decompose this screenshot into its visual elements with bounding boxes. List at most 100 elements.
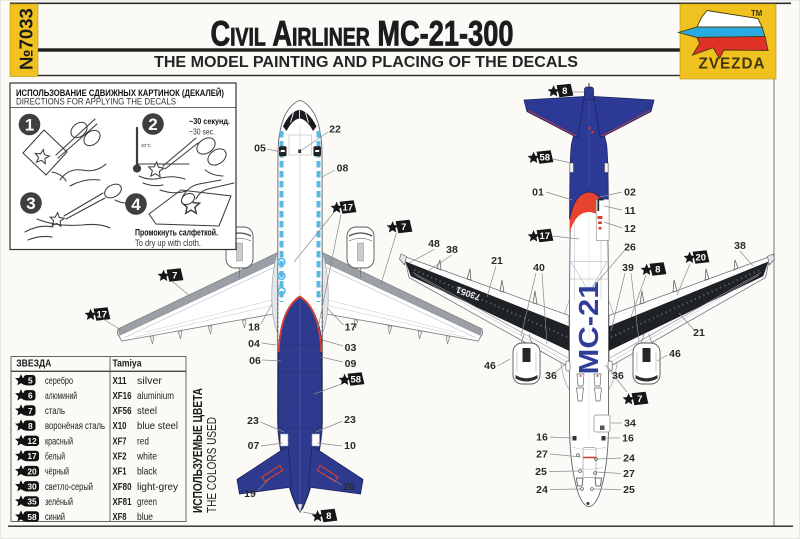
- svg-text:красный: красный: [45, 436, 73, 447]
- svg-text:silver: silver: [137, 376, 163, 387]
- svg-text:XF16: XF16: [113, 391, 132, 402]
- svg-text:~30 секунд.: ~30 секунд.: [189, 116, 230, 126]
- svg-text:ИСПОЛЬЗУЕМЫЕ ЦВЕТА: ИСПОЛЬЗУЕМЫЕ ЦВЕТА: [191, 388, 205, 513]
- svg-text:Tamiya: Tamiya: [113, 358, 142, 370]
- svg-text:38: 38: [734, 240, 746, 252]
- svg-text:синий: синий: [45, 512, 65, 523]
- svg-text:чёрный: чёрный: [45, 467, 69, 478]
- svg-text:20: 20: [696, 253, 707, 264]
- svg-text:16: 16: [622, 433, 634, 445]
- svg-text:46: 46: [669, 348, 681, 360]
- svg-text:THE COLORS USED: THE COLORS USED: [205, 417, 219, 513]
- svg-text:08: 08: [337, 163, 349, 175]
- svg-text:38: 38: [446, 244, 458, 256]
- svg-text:2: 2: [148, 115, 157, 134]
- svg-text:24: 24: [536, 484, 548, 496]
- svg-text:blue steel: blue steel: [137, 421, 178, 432]
- svg-text:04: 04: [248, 338, 260, 350]
- svg-text:40: 40: [533, 262, 545, 274]
- svg-text:steel: steel: [137, 406, 157, 417]
- svg-text:green: green: [137, 497, 157, 508]
- svg-text:25: 25: [623, 484, 635, 496]
- svg-text:8: 8: [28, 421, 33, 431]
- svg-text:МС-21: МС-21: [573, 282, 604, 375]
- svg-text:зелёный: зелёный: [45, 497, 73, 508]
- svg-text:6: 6: [28, 391, 33, 401]
- svg-text:8: 8: [562, 86, 567, 97]
- svg-text:белый: белый: [45, 451, 65, 463]
- svg-text:24: 24: [623, 453, 635, 465]
- svg-text:46: 46: [484, 360, 496, 372]
- svg-text:07: 07: [248, 440, 260, 452]
- svg-text:27: 27: [536, 449, 548, 461]
- svg-text:05: 05: [254, 143, 266, 155]
- svg-text:light-grey: light-grey: [137, 482, 178, 493]
- svg-text:48: 48: [428, 238, 440, 250]
- svg-text:X11: X11: [113, 376, 127, 387]
- svg-text:22: 22: [329, 124, 341, 136]
- svg-text:XF1: XF1: [113, 467, 127, 478]
- svg-text:36: 36: [612, 370, 624, 382]
- svg-text:21: 21: [693, 327, 705, 339]
- svg-text:red: red: [137, 436, 149, 447]
- svg-text:XF81: XF81: [113, 497, 132, 508]
- svg-text:17: 17: [27, 451, 37, 461]
- svg-text:ЗВЕЗДА: ЗВЕЗДА: [16, 358, 51, 370]
- svg-text:09: 09: [345, 358, 357, 370]
- svg-text:3: 3: [26, 194, 35, 213]
- svg-text:XF56: XF56: [113, 406, 132, 417]
- svg-text:THE MODEL PAINTING AND PLACING: THE MODEL PAINTING AND PLACING OF THE DE…: [154, 54, 578, 71]
- svg-text:16: 16: [536, 432, 548, 444]
- svg-text:21: 21: [491, 255, 503, 267]
- svg-text:36: 36: [545, 370, 557, 382]
- svg-text:23: 23: [247, 415, 259, 427]
- svg-text:27: 27: [623, 468, 635, 480]
- svg-text:XF7: XF7: [113, 436, 127, 447]
- svg-text:30°C: 30°C: [141, 143, 152, 148]
- svg-text:1: 1: [25, 116, 34, 135]
- svg-text:XF80: XF80: [113, 482, 132, 493]
- svg-text:aluminium: aluminium: [137, 391, 174, 402]
- svg-text:58: 58: [27, 512, 37, 522]
- svg-text:TM: TM: [751, 9, 762, 18]
- svg-text:17: 17: [97, 310, 108, 321]
- svg-text:35: 35: [27, 497, 37, 507]
- svg-text:серебро: серебро: [45, 375, 73, 387]
- svg-text:алюминий: алюминий: [45, 391, 77, 402]
- svg-text:7: 7: [401, 222, 406, 233]
- svg-text:DIRECTIONS FOR APPLYING THE D: DIRECTIONS FOR APPLYING THE DECALS: [16, 97, 176, 108]
- svg-text:blue: blue: [137, 512, 153, 523]
- svg-text:12: 12: [27, 436, 37, 446]
- svg-text:10: 10: [344, 440, 356, 452]
- svg-text:4: 4: [131, 195, 141, 214]
- svg-text:8: 8: [326, 511, 331, 522]
- svg-text:ZVEZDA: ZVEZDA: [699, 56, 766, 73]
- svg-text:7: 7: [172, 271, 177, 282]
- svg-text:Civil Airliner MC-21-300: Civil Airliner MC-21-300: [211, 15, 514, 54]
- svg-text:~30 sec.: ~30 sec.: [189, 127, 215, 137]
- svg-text:19: 19: [244, 488, 256, 500]
- svg-text:17: 17: [343, 203, 354, 214]
- svg-text:58: 58: [351, 375, 362, 386]
- svg-text:58: 58: [540, 153, 551, 164]
- svg-text:ИСПОЛЬЗОВАНИЕ СДВИЖНЫХ КАРТИНО: ИСПОЛЬЗОВАНИЕ СДВИЖНЫХ КАРТИНОК (ДЕКАЛЕЙ…: [16, 87, 224, 99]
- svg-text:01: 01: [532, 187, 544, 199]
- svg-text:20: 20: [27, 466, 37, 476]
- svg-text:X10: X10: [113, 421, 127, 432]
- svg-text:To dry up with cloth.: To dry up with cloth.: [135, 238, 201, 248]
- svg-text:25: 25: [535, 466, 547, 478]
- svg-text:7: 7: [28, 406, 33, 416]
- svg-text:17: 17: [540, 231, 551, 242]
- svg-text:XF8: XF8: [113, 512, 127, 523]
- svg-text:сталь: сталь: [45, 406, 65, 417]
- svg-text:18: 18: [248, 322, 260, 334]
- svg-text:Промокнуть салфеткой.: Промокнуть салфеткой.: [135, 228, 218, 238]
- svg-text:39: 39: [622, 262, 634, 274]
- svg-text:26: 26: [624, 242, 636, 254]
- svg-text:black: black: [137, 467, 158, 478]
- svg-text:8: 8: [655, 265, 660, 276]
- svg-text:23: 23: [344, 414, 356, 426]
- svg-text:30: 30: [27, 482, 37, 492]
- svg-text:светло-серый: светло-серый: [45, 482, 93, 493]
- svg-text:воронёная сталь: воронёная сталь: [45, 421, 105, 432]
